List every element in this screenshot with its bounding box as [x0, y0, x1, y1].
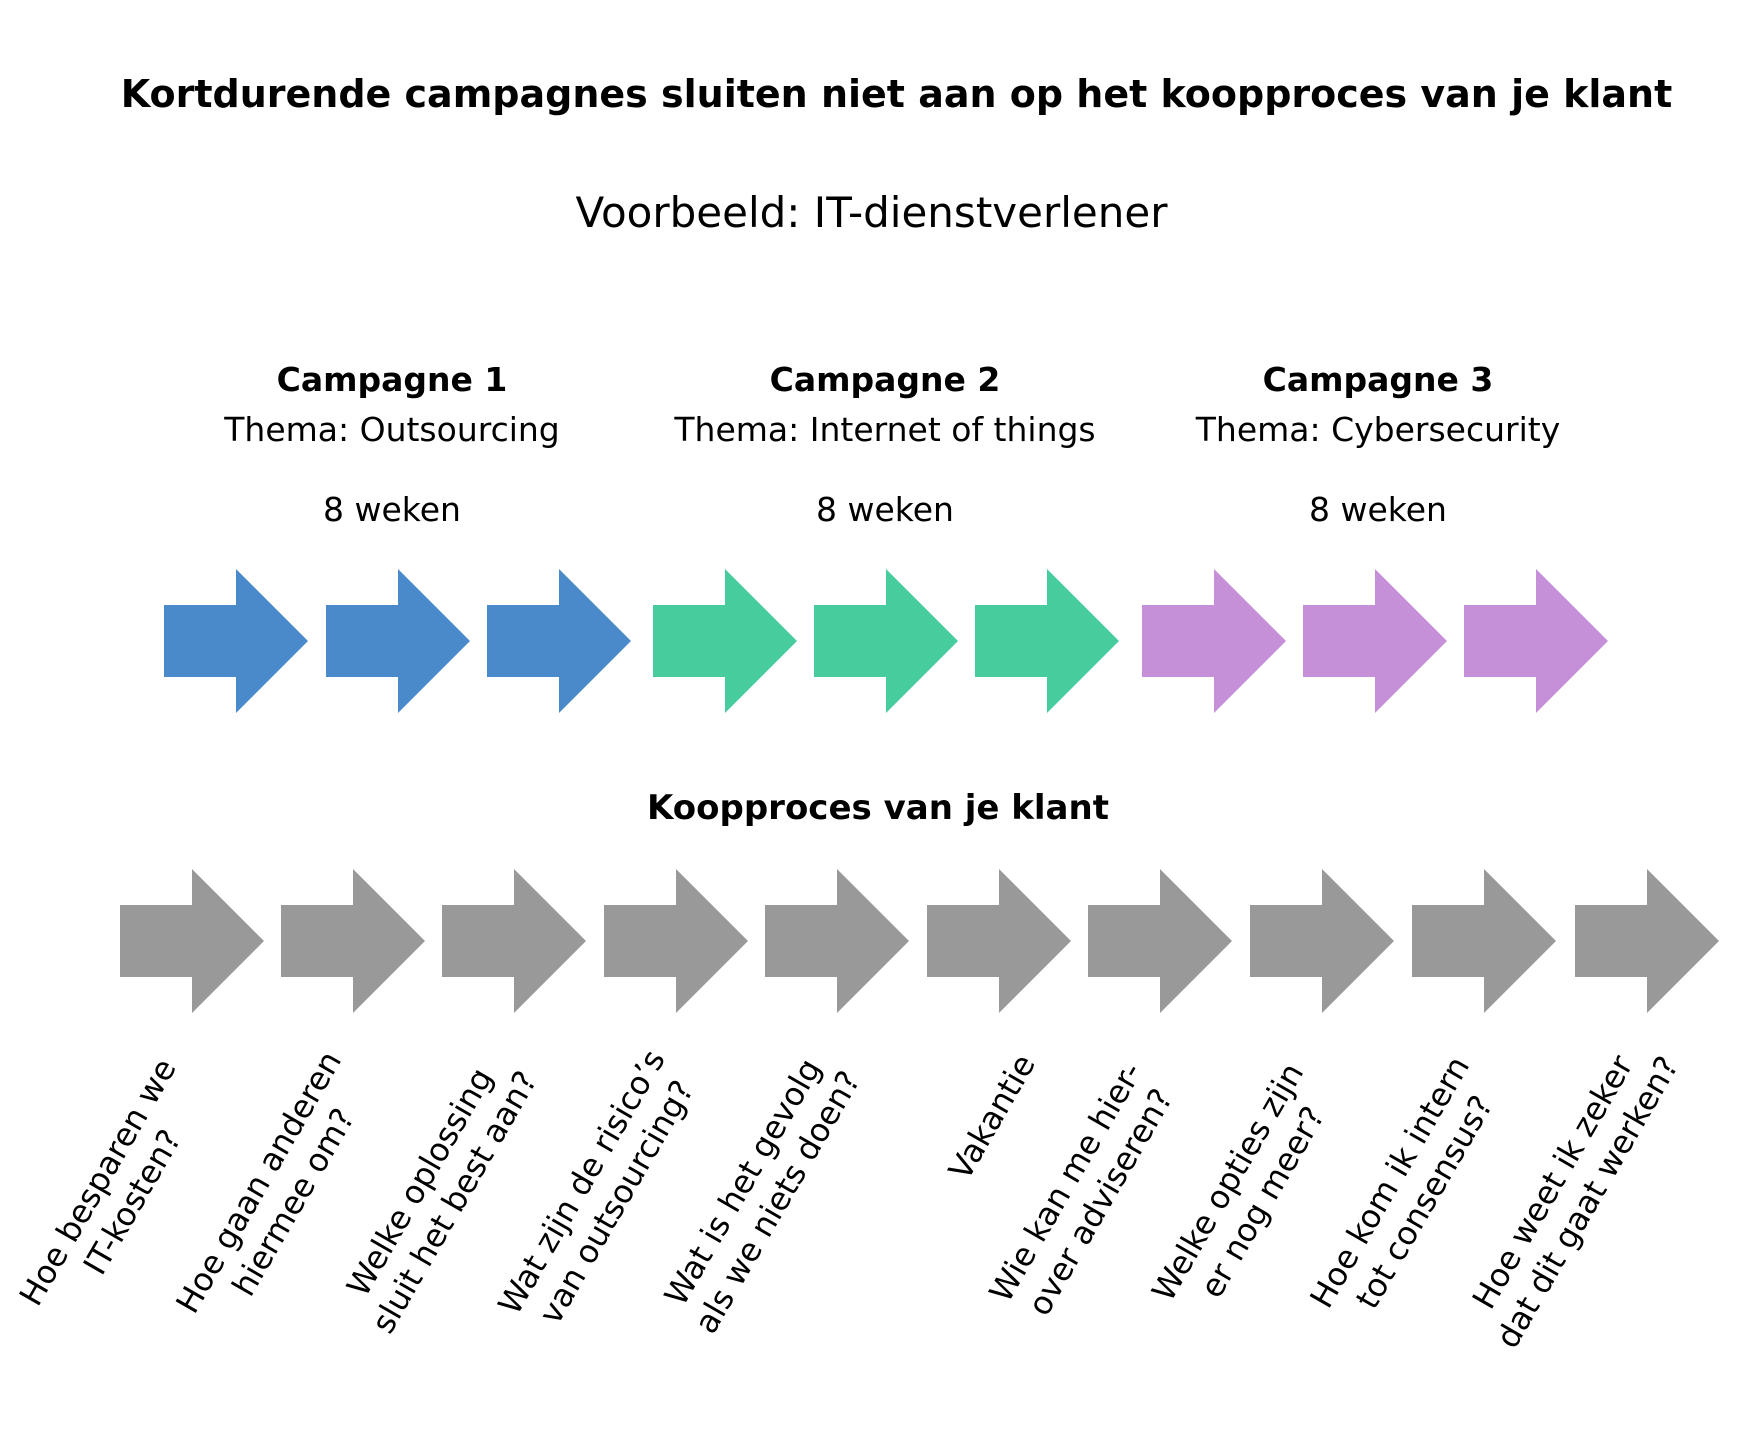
campaign-theme: Thema: Outsourcing: [224, 410, 560, 449]
campaign-arrow-icon: [653, 569, 797, 713]
process-arrow-icon: [1412, 869, 1556, 1013]
campaign-theme: Thema: Cybersecurity: [1195, 410, 1561, 449]
campaign-duration: 8 weken: [1309, 490, 1447, 529]
process-arrow-icon: [927, 869, 1071, 1013]
campaign-arrow-icon: [326, 569, 470, 713]
campaign-arrow-icon: [814, 569, 958, 713]
process-arrow-icon: [120, 869, 264, 1013]
process-arrow-icon: [1250, 869, 1394, 1013]
campaign-3: Campagne 3 Thema: Cybersecurity 8 weken: [1128, 360, 1628, 529]
campaign-arrow-icon: [1142, 569, 1286, 713]
campaign-arrow-icon: [1464, 569, 1608, 713]
campaign-name: Campagne 2: [769, 360, 1001, 399]
subtitle: Voorbeeld: IT-dienstverlener: [575, 188, 1168, 237]
page-title: Kortdurende campagnes sluiten niet aan o…: [120, 72, 1673, 116]
campaign-duration: 8 weken: [323, 490, 461, 529]
process-arrow-icon: [604, 869, 748, 1013]
campaign-name: Campagne 1: [276, 360, 508, 399]
campaign-name: Campagne 3: [1262, 360, 1494, 399]
campaign-1: Campagne 1 Thema: Outsourcing 8 weken: [142, 360, 642, 529]
campaign-arrow-icon: [487, 569, 631, 713]
process-arrow-icon: [1575, 869, 1719, 1013]
process-arrow-icon: [1088, 869, 1232, 1013]
campaign-2: Campagne 2 Thema: Internet of things 8 w…: [635, 360, 1135, 529]
campaign-arrow-icon: [1303, 569, 1447, 713]
campaign-duration: 8 weken: [816, 490, 954, 529]
section-label: Koopproces van je klant: [647, 788, 1109, 828]
process-arrow-icon: [281, 869, 425, 1013]
process-arrow-icon: [442, 869, 586, 1013]
process-arrow-icon: [765, 869, 909, 1013]
campaign-arrow-icon: [975, 569, 1119, 713]
campaign-arrow-icon: [164, 569, 308, 713]
campaign-theme: Thema: Internet of things: [674, 410, 1096, 449]
